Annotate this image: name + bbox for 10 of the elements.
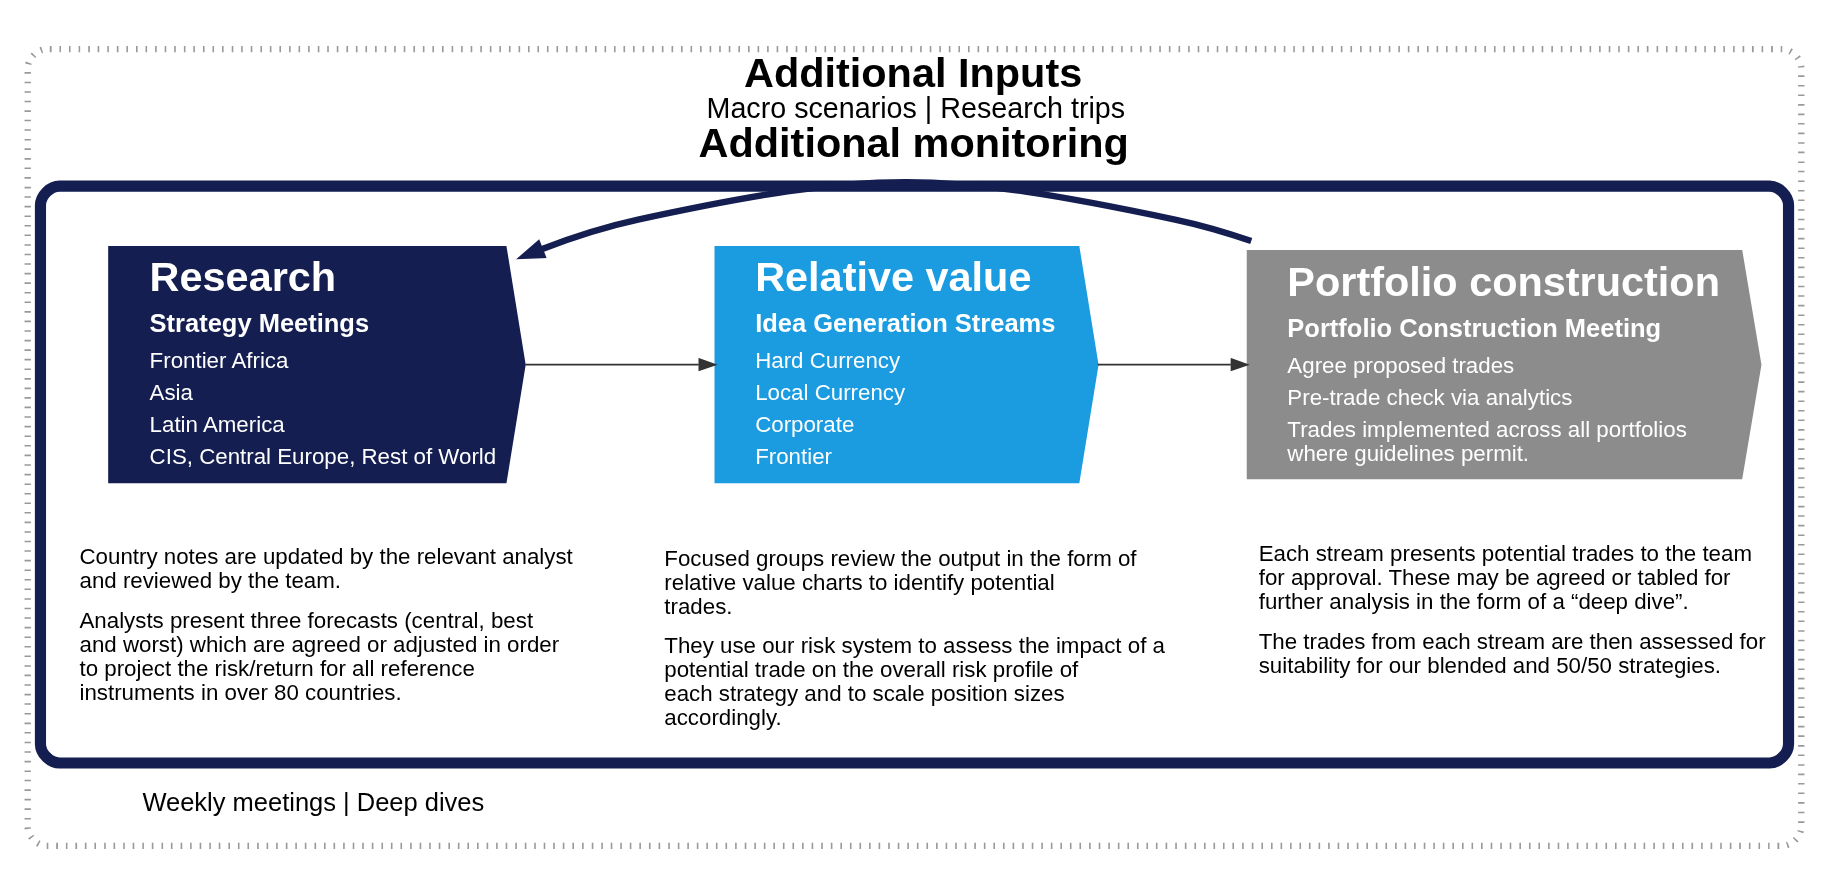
node-label: Analysts present three forecasts (central, best and worst) which are agreed or adjusted in order to project the risk/return for all reference instruments in over 80 countries. bbox=[79, 607, 560, 705]
node-label: Each stream presents potential trades to the team for approval. These may be agreed or tabled for further analysis in the form of a “deep dive”. bbox=[1258, 540, 1752, 614]
node-label: Weekly meetings | Deep dives bbox=[142, 787, 485, 815]
node-label: Country notes are updated by the relevant analyst and reviewed by the team. bbox=[79, 543, 573, 593]
arrow bbox=[524, 357, 718, 371]
arrow bbox=[1097, 357, 1250, 371]
node-label: The trades from each stream are then assessed for suitability for our blended and 50/50 strategies. bbox=[1258, 628, 1766, 677]
node-label: They use our risk system to assess the impact of a potential trade on the overall risk profile of each strategy and to scale position sizes accordingly. bbox=[664, 632, 1165, 730]
arrow bbox=[516, 178, 1253, 259]
node-label: Focused groups review the output in the form of relative value charts to identify potential trades. bbox=[664, 545, 1137, 619]
